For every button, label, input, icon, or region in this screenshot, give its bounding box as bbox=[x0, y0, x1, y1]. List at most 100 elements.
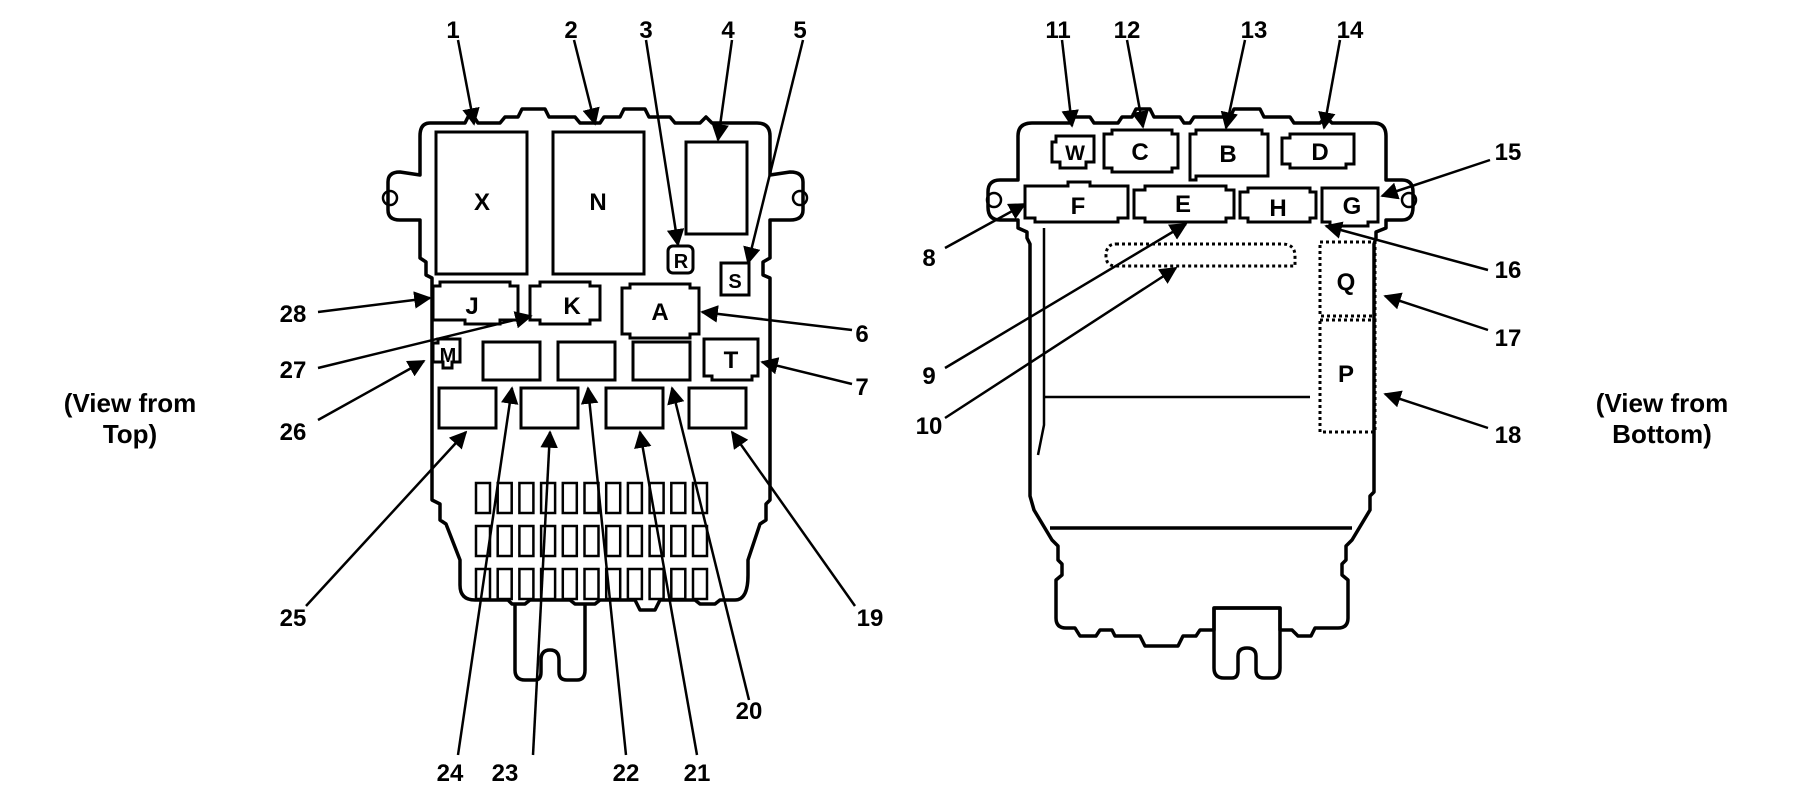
callout-27: 27 bbox=[280, 357, 307, 384]
left-mount-hole-right bbox=[791, 189, 809, 207]
caption-view-from-bottom: (View from Bottom) bbox=[1596, 388, 1728, 449]
fuse-slot[interactable] bbox=[604, 481, 622, 515]
connector-n-label: N bbox=[589, 189, 606, 216]
fuse-slot[interactable] bbox=[561, 567, 579, 601]
callout-25: 25 bbox=[280, 605, 307, 632]
left-mount-hole-left bbox=[381, 189, 399, 207]
callout-14: 14 bbox=[1337, 17, 1364, 44]
callout-15: 15 bbox=[1495, 139, 1522, 166]
fuse-slot[interactable] bbox=[496, 481, 513, 515]
fuse-slot[interactable] bbox=[648, 567, 665, 601]
right-inner-edge bbox=[1036, 228, 1046, 456]
fuse-slot[interactable] bbox=[496, 567, 513, 601]
callout-8: 8 bbox=[922, 245, 935, 272]
connector-j-label: J bbox=[465, 293, 478, 320]
callout-24: 24 bbox=[437, 760, 464, 787]
connector-n[interactable] bbox=[551, 130, 646, 276]
right-box-outline bbox=[986, 107, 1415, 648]
connector-b[interactable] bbox=[1188, 128, 1270, 182]
connector-4-box[interactable] bbox=[684, 140, 749, 236]
connector-d[interactable] bbox=[1280, 132, 1356, 170]
fuse-slot[interactable] bbox=[691, 567, 709, 601]
connector-p[interactable] bbox=[1318, 318, 1377, 434]
connector-t[interactable] bbox=[702, 337, 760, 382]
connector-k-label: K bbox=[563, 293, 581, 320]
connector-w[interactable] bbox=[1050, 134, 1096, 170]
callout-12: 12 bbox=[1114, 17, 1141, 44]
caption-bottom-line2: Bottom) bbox=[1612, 419, 1712, 449]
connector-a[interactable] bbox=[620, 282, 701, 340]
right-bottom-tab bbox=[1212, 606, 1282, 680]
fuse-slot[interactable] bbox=[518, 524, 535, 558]
right-fuse-box-bottom-view: W C B D F E H G Q P bbox=[985, 107, 1418, 680]
callout-16: 16 bbox=[1495, 257, 1522, 284]
callout-17: 17 bbox=[1495, 325, 1522, 352]
connector-f[interactable] bbox=[1023, 180, 1130, 224]
fuse-slot[interactable] bbox=[583, 524, 600, 558]
fuse-slot[interactable] bbox=[518, 481, 535, 515]
relay-row1-1[interactable] bbox=[481, 340, 542, 382]
fuse-slot[interactable] bbox=[691, 524, 709, 558]
hidden-connector-9[interactable] bbox=[1104, 242, 1297, 268]
connector-m-label: M bbox=[440, 345, 457, 367]
connector-c[interactable] bbox=[1102, 128, 1180, 174]
callout-18: 18 bbox=[1495, 422, 1522, 449]
callout-5: 5 bbox=[793, 17, 806, 44]
relay-row2-4[interactable] bbox=[687, 386, 748, 430]
callout-numbers: 1 2 3 4 5 6 7 19 20 21 22 23 24 25 26 27… bbox=[280, 17, 1522, 787]
connector-q[interactable] bbox=[1318, 240, 1377, 318]
relay-row2-3[interactable] bbox=[604, 386, 665, 430]
connector-k[interactable] bbox=[528, 280, 602, 326]
caption-top-line1: (View from bbox=[64, 388, 196, 418]
fuse-slot[interactable] bbox=[670, 481, 687, 515]
connector-q-label: Q bbox=[1337, 269, 1356, 296]
callout-11: 11 bbox=[1045, 17, 1070, 44]
fuse-slot[interactable] bbox=[604, 524, 622, 558]
fuse-slot[interactable] bbox=[583, 481, 600, 515]
callout-6: 6 bbox=[855, 321, 868, 348]
relay-row2-2[interactable] bbox=[519, 386, 580, 430]
left-box-outline bbox=[386, 107, 805, 612]
fuse-slot[interactable] bbox=[583, 567, 600, 601]
fuse-slot[interactable] bbox=[474, 481, 492, 515]
connector-p-label: P bbox=[1338, 361, 1354, 388]
callout-13: 13 bbox=[1241, 17, 1268, 44]
connector-s[interactable] bbox=[719, 261, 751, 297]
connector-h[interactable] bbox=[1238, 186, 1318, 224]
callout-22: 22 bbox=[613, 760, 640, 787]
connector-e[interactable] bbox=[1132, 184, 1236, 224]
relay-row2-1[interactable] bbox=[437, 386, 498, 430]
connector-t-label: T bbox=[724, 347, 739, 374]
connector-x[interactable] bbox=[434, 130, 529, 276]
fuse-slot[interactable] bbox=[496, 524, 513, 558]
callout-7: 7 bbox=[855, 374, 868, 401]
connector-g-label: G bbox=[1343, 193, 1362, 220]
callout-26: 26 bbox=[280, 419, 307, 446]
fuse-slot[interactable] bbox=[670, 567, 687, 601]
connector-d-label: D bbox=[1311, 139, 1328, 166]
fuse-slot[interactable] bbox=[626, 481, 644, 515]
fuse-slot[interactable] bbox=[670, 524, 687, 558]
callout-23: 23 bbox=[492, 760, 519, 787]
caption-bottom-line1: (View from bbox=[1596, 388, 1728, 418]
callout-2: 2 bbox=[564, 17, 577, 44]
connector-f-label: F bbox=[1071, 193, 1086, 220]
relay-row1-2[interactable] bbox=[556, 340, 617, 382]
callout-10: 10 bbox=[916, 413, 943, 440]
fuse-slot[interactable] bbox=[626, 567, 644, 601]
connector-m[interactable] bbox=[431, 337, 462, 370]
callout-9: 9 bbox=[922, 363, 935, 390]
callout-21: 21 bbox=[684, 760, 711, 787]
fuse-slot[interactable] bbox=[626, 524, 644, 558]
fuse-slot[interactable] bbox=[561, 524, 579, 558]
connector-c-label: C bbox=[1131, 139, 1148, 166]
callout-20: 20 bbox=[736, 698, 763, 725]
callout-4: 4 bbox=[721, 17, 735, 44]
fuse-slot[interactable] bbox=[518, 567, 535, 601]
callout-28: 28 bbox=[280, 301, 307, 328]
connector-s-label: S bbox=[728, 271, 741, 293]
fuse-slot[interactable] bbox=[561, 481, 579, 515]
relay-row1-3[interactable] bbox=[631, 340, 692, 382]
right-mount-hole-left bbox=[985, 191, 1003, 209]
